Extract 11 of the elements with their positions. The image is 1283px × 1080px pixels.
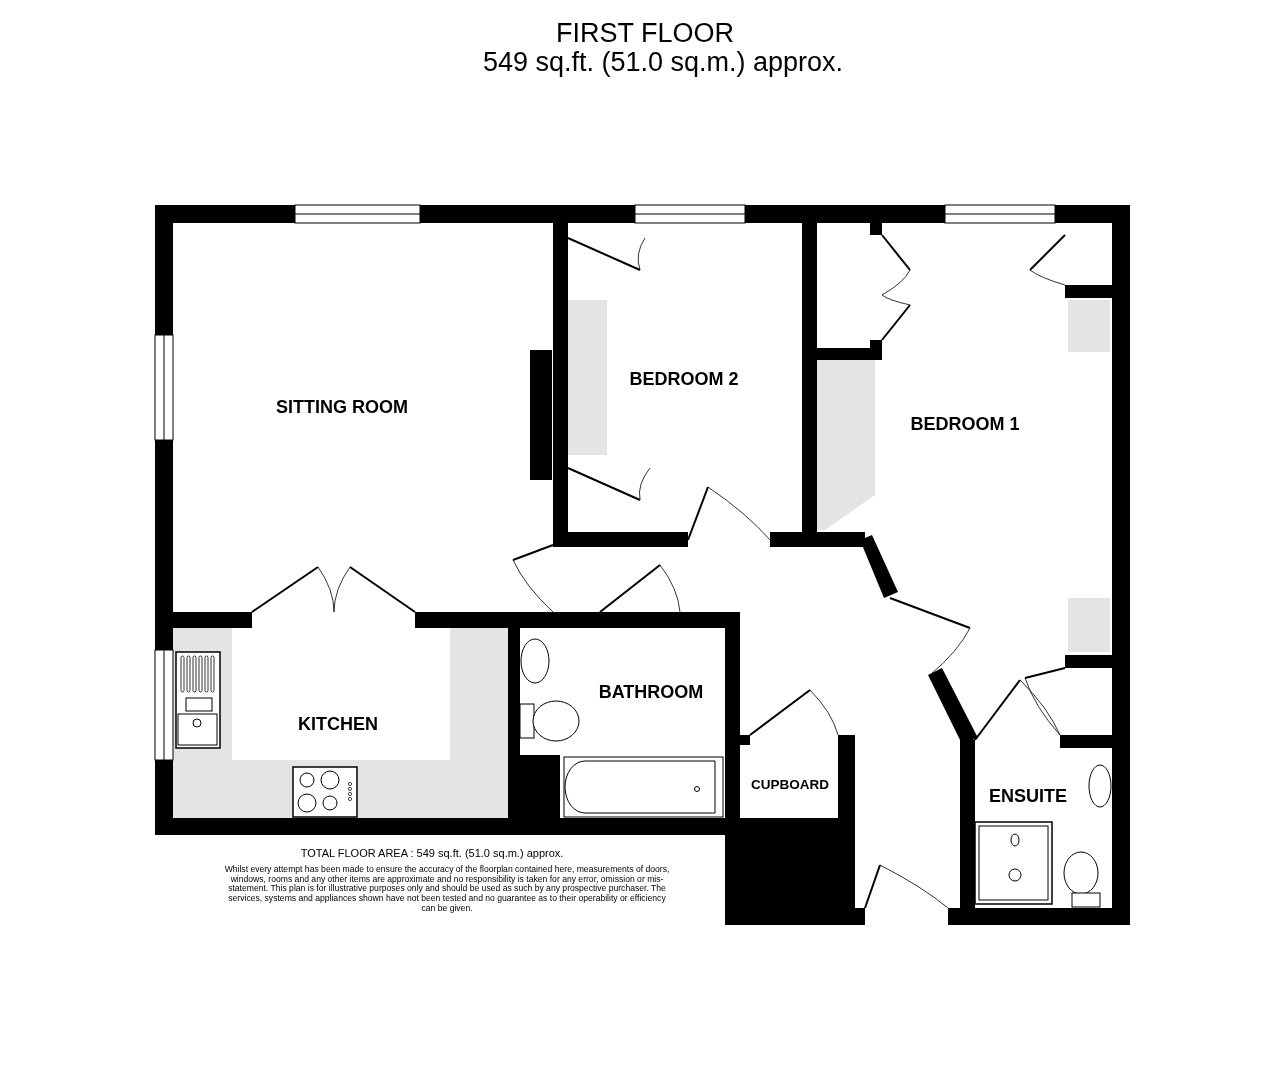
room-label: BEDROOM 2 [629,368,739,390]
room-label: SITTING ROOM [276,396,408,418]
floor-area-text: TOTAL FLOOR AREA : 549 sq.ft. (51.0 sq.m.) approx. [300,846,564,860]
room-label: KITCHEN [298,713,378,735]
plan-title: FIRST FLOOR [556,17,734,49]
disclaimer-text: Whilst every attempt has been made to ensure the accuracy of the floorplan contained here, measurements of doors, windows, rooms and any other items are approximate and no responsibility is taken for any error, omission or mis-statement. This plan is for illustrative purposes only and should be used as such by any prospective purchaser. The services, systems and appliances shown have not been tested and no guarantee as to their operability or efficiency can be given. [223,864,671,914]
room-label: CUPBOARD [751,777,829,793]
floor-area-text: 549 sq.ft. (51.0 sq.m.) approx. [482,47,844,79]
room-label: BATHROOM [598,681,704,703]
room-label: ENSUITE [989,785,1067,807]
room-label: BEDROOM 1 [910,413,1020,435]
